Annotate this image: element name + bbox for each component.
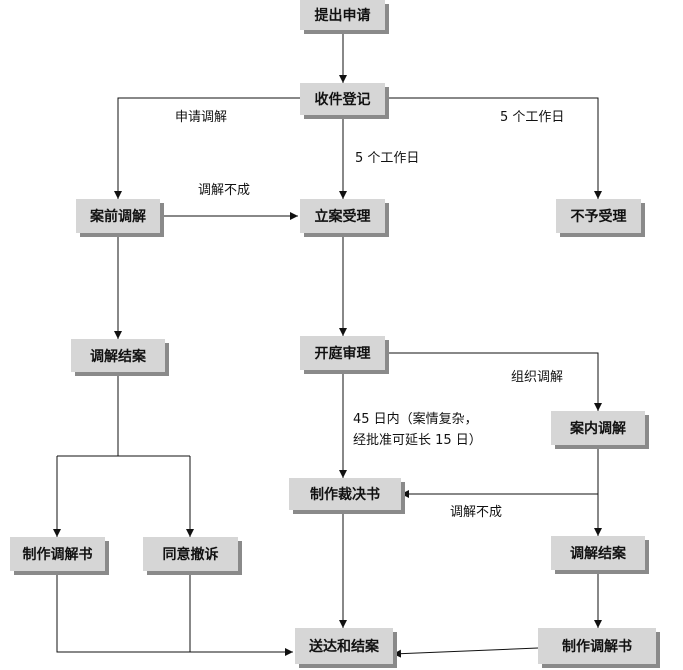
node-mediation-closed-left: 调解结案 <box>71 339 165 372</box>
node-make-mediation-doc-left: 制作调解书 <box>10 537 105 571</box>
label-mediation-failed-bottom: 调解不成 <box>450 505 503 520</box>
node-register: 收件登记 <box>300 83 385 115</box>
arrow-hearing-to-court-mediation <box>385 352 602 411</box>
node-mediation-closed-right: 调解结案 <box>551 536 645 570</box>
label-time-limit-line2: 经批准可延长 15 日） <box>353 433 482 448</box>
arrow-make-doc-left-to-deliver <box>56 571 293 656</box>
label-mediation-failed-top: 调解不成 <box>198 183 251 198</box>
node-make-mediation-doc-right: 制作调解书 <box>538 628 656 664</box>
arrow-register-to-reject <box>385 97 602 199</box>
arrow-make-doc-right-to-deliver <box>392 647 539 658</box>
node-make-ruling: 制作裁决书 <box>289 478 401 510</box>
node-accept-case: 立案受理 <box>300 199 385 233</box>
arrow-register-to-pre-mediation <box>114 97 300 199</box>
label-time-limit-line1: 45 日内（案情复杂， <box>353 412 478 427</box>
label-five-working-days-mid: 5 个工作日 <box>355 151 420 166</box>
node-deliver-and-close: 送达和结案 <box>295 628 393 664</box>
label-five-working-days-right: 5 个工作日 <box>500 110 565 125</box>
node-agree-withdraw: 同意撤诉 <box>143 537 238 571</box>
node-submit-application: 提出申请 <box>300 0 385 30</box>
node-pre-mediation: 案前调解 <box>76 199 160 233</box>
label-apply-mediation: 申请调解 <box>175 110 228 125</box>
label-organize-mediation: 组织调解 <box>511 370 564 385</box>
node-court-hearing: 开庭审理 <box>300 336 385 370</box>
node-court-mediation: 案内调解 <box>551 411 645 445</box>
node-reject: 不予受理 <box>556 199 641 233</box>
